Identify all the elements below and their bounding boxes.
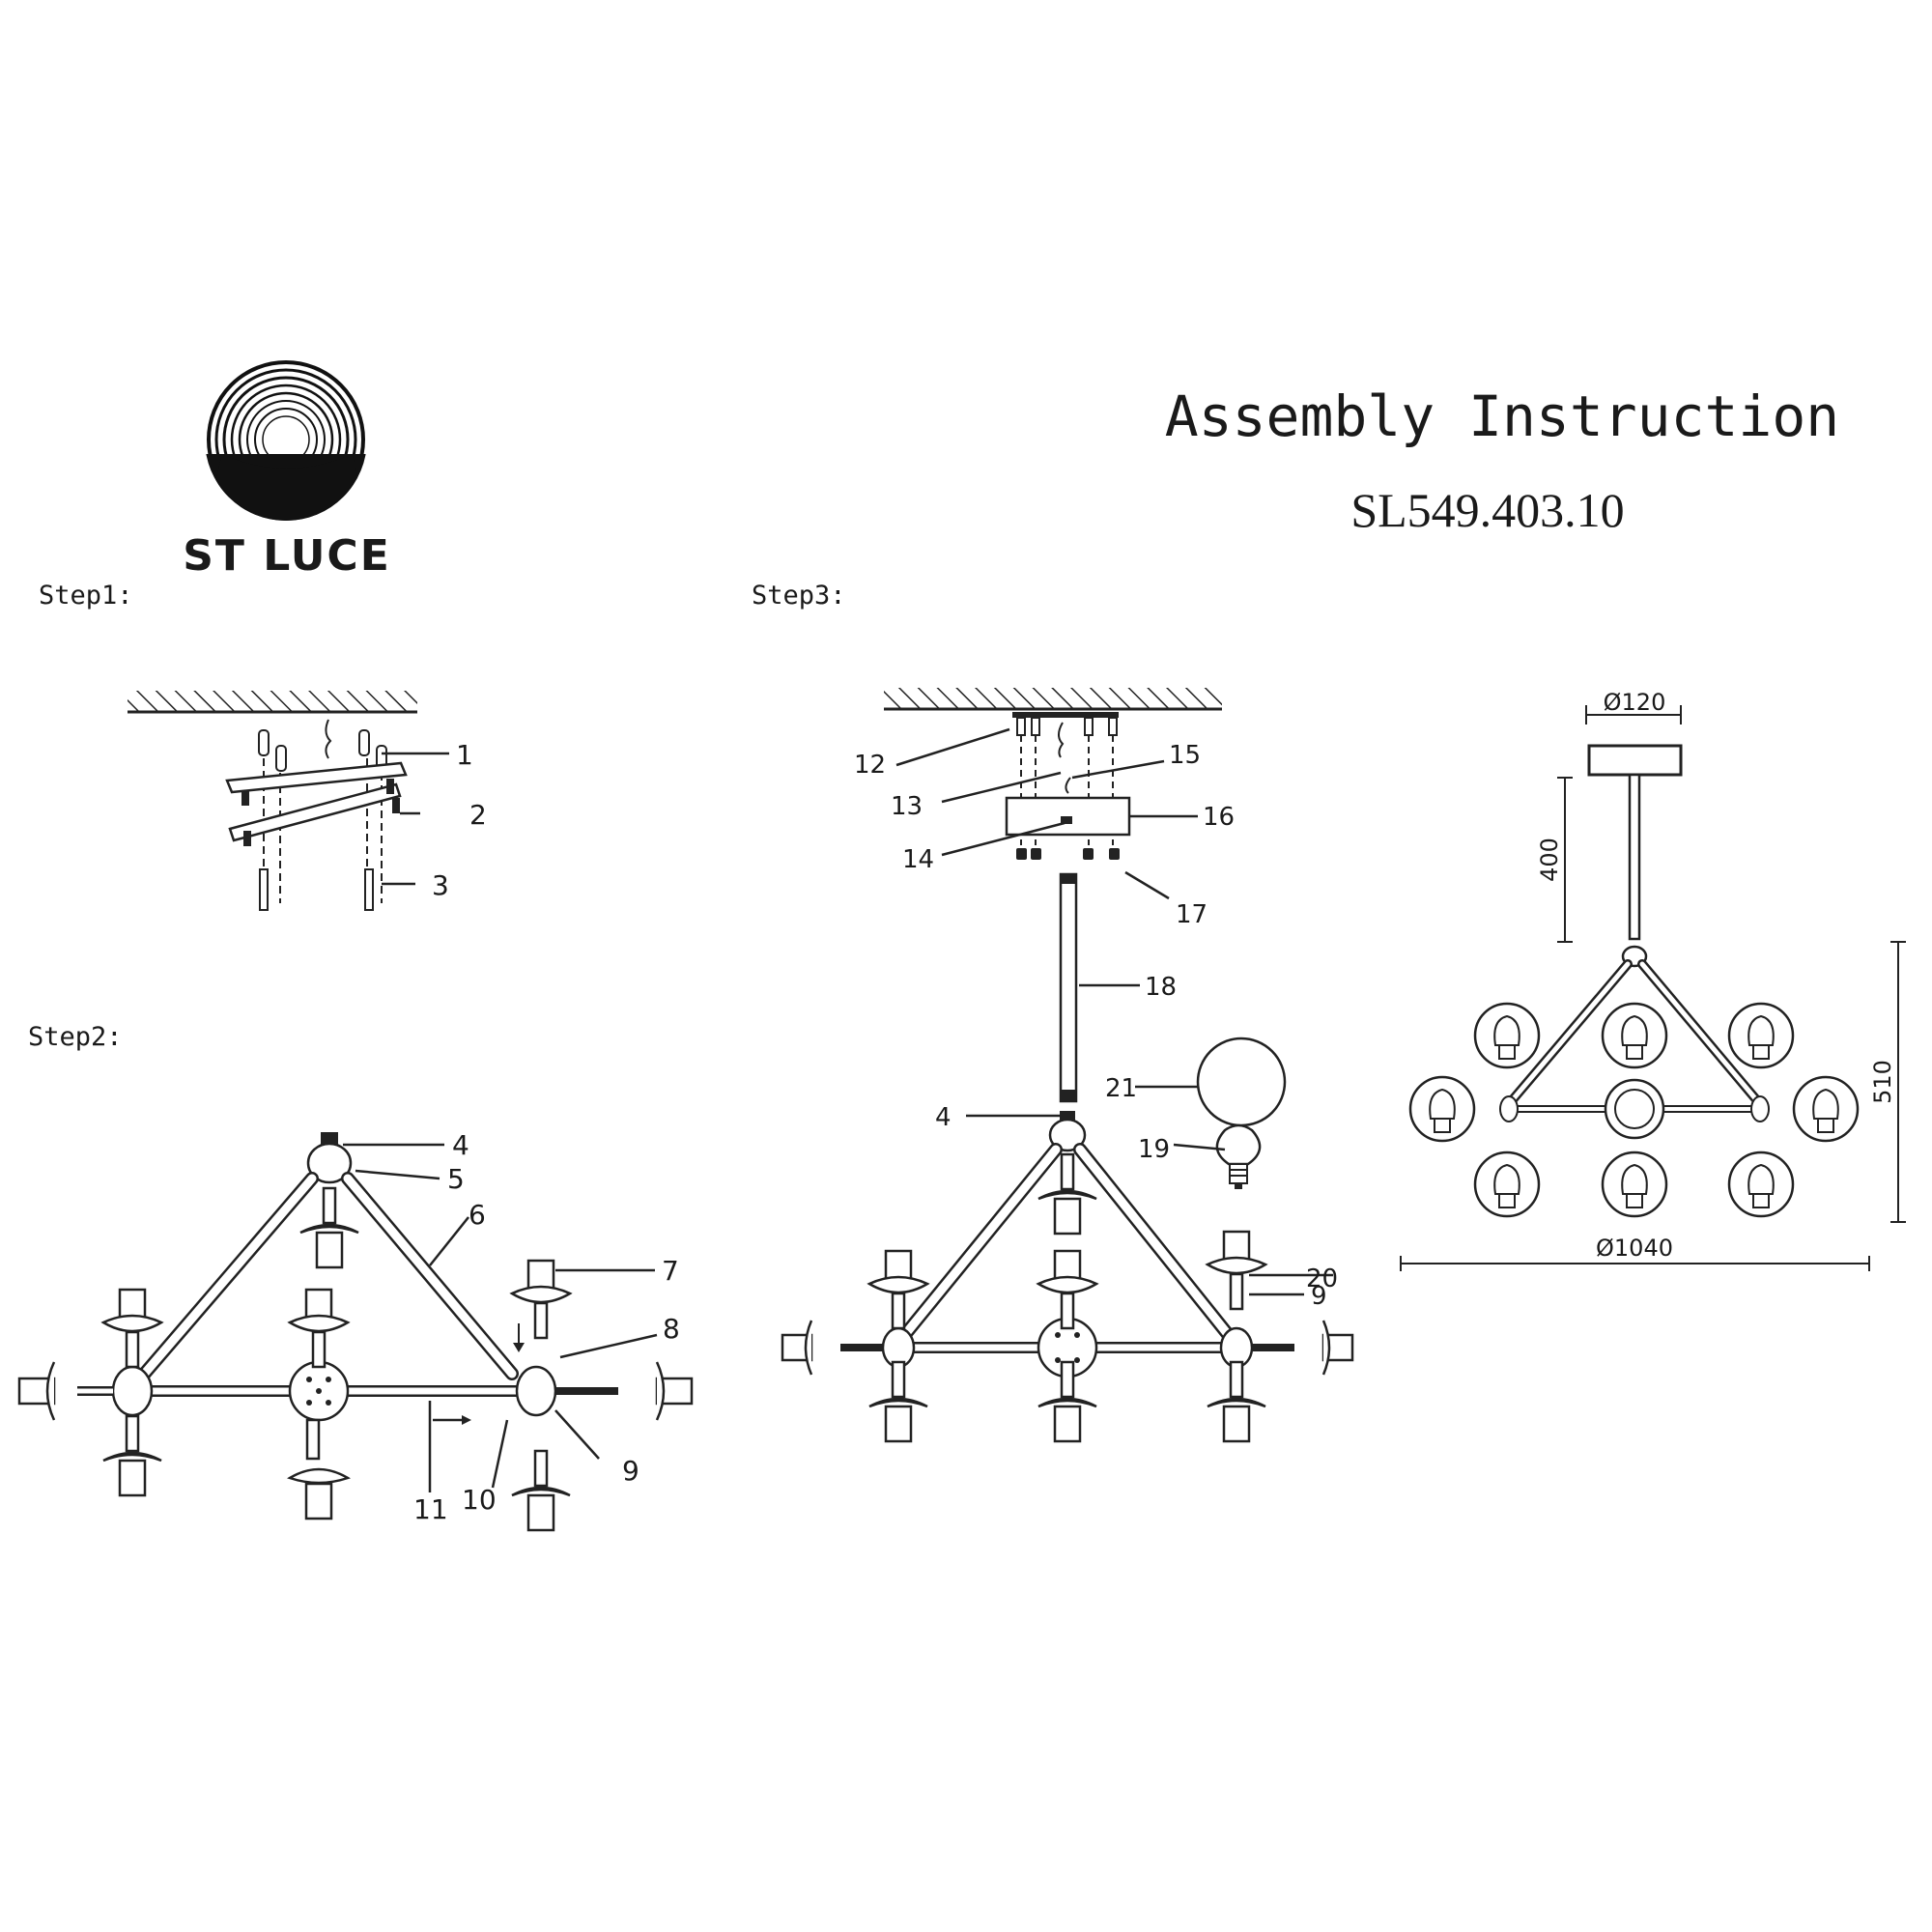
callout-11: 11	[413, 1493, 448, 1525]
callout-12: 12	[854, 751, 886, 780]
step3-diagram	[781, 688, 1354, 1443]
callout-3: 3	[432, 869, 449, 901]
callout-10: 10	[462, 1484, 497, 1516]
callout-5: 5	[447, 1163, 465, 1195]
callout-15: 15	[1169, 741, 1201, 770]
page-title: Assembly Instruction	[1165, 384, 1839, 449]
callout-1: 1	[456, 739, 473, 771]
callout-18: 18	[1145, 973, 1177, 1002]
light-bulb	[1215, 1123, 1262, 1189]
callout-17: 17	[1176, 900, 1208, 929]
callout-16: 16	[1203, 803, 1235, 832]
dimension-view	[1400, 705, 1906, 1271]
callout-21: 21	[1105, 1074, 1137, 1103]
callout-13: 13	[891, 792, 923, 821]
brand-name: ST LUCE	[183, 531, 391, 581]
st-luce-logo	[205, 358, 367, 521]
step2-diagram	[17, 1132, 694, 1532]
callout-20: 20	[1306, 1264, 1338, 1293]
step1-label: Step1:	[39, 581, 133, 611]
callout-7: 7	[662, 1255, 679, 1287]
dim-height: 510	[1869, 1060, 1896, 1104]
dim-overall-diameter: Ø1040	[1596, 1235, 1673, 1262]
callout-8: 8	[663, 1313, 680, 1345]
callout-4: 4	[452, 1129, 469, 1161]
callout-14: 14	[902, 845, 934, 874]
step1-diagram	[128, 691, 449, 911]
callout-2: 2	[469, 799, 487, 831]
callout-4b: 4	[935, 1103, 952, 1132]
dim-rod-length: 400	[1536, 838, 1563, 882]
step2-label: Step2:	[28, 1022, 123, 1052]
callout-6: 6	[469, 1199, 486, 1231]
dim-canopy-diameter: Ø120	[1604, 689, 1666, 716]
ceiling-hatch	[128, 691, 417, 712]
step3-label: Step3:	[752, 581, 846, 611]
callout-19: 19	[1138, 1135, 1170, 1164]
callout-9b: 9	[1311, 1282, 1327, 1311]
model-number: SL549.403.10	[1350, 483, 1624, 537]
callout-9: 9	[622, 1455, 639, 1487]
glass-globe	[1196, 1037, 1287, 1127]
